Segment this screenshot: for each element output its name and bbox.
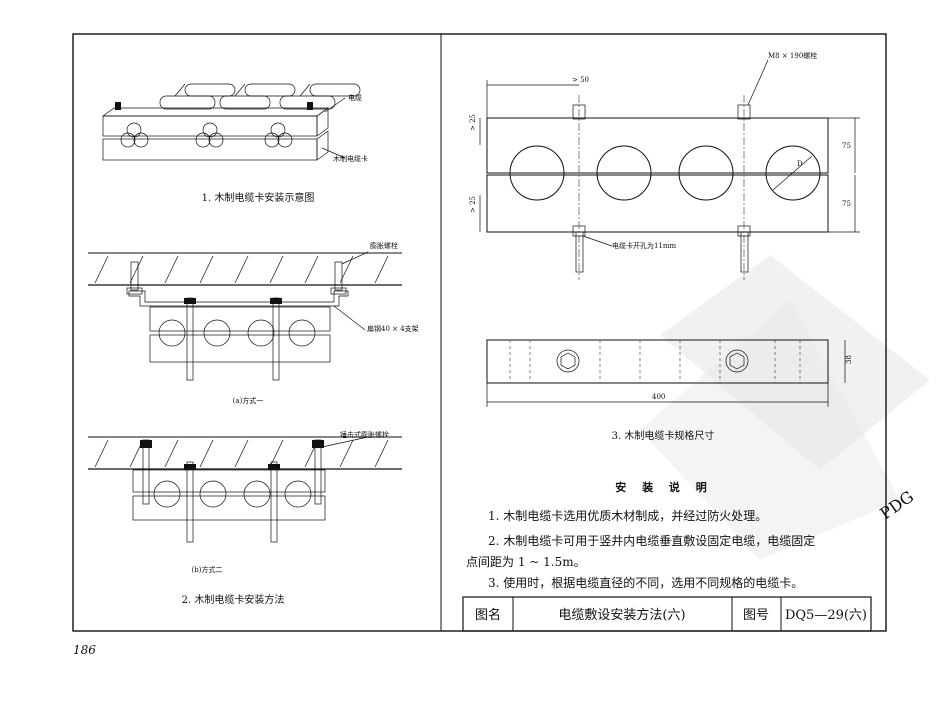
fig3-caption: 3. 木制电缆卡规格尺寸 [612,429,715,442]
fig2a-method-one [88,251,402,381]
fig3-dim-25-top: > 25 [469,114,477,131]
title-block-name-value: 电缆敷设安装方法(六) [558,607,685,623]
fig2b-method-two [88,436,402,543]
fig3-label-hole: 电缆卡开孔为11mm [612,241,677,250]
fig3-dim-38: 38 [845,355,853,364]
fig3-dim-400: 400 [652,393,665,401]
title-block-number-value: DQ5—29(六) [785,608,867,623]
fig3-dim-75-bottom: 75 [842,200,851,208]
fig2-caption: 2. 木制电缆卡安装方法 [182,593,285,606]
fig3-dim-25-bottom: > 25 [469,196,477,213]
fig1-label-cable: 电缆 [348,93,362,102]
fig2b-label-bolt: 锤击式膨胀螺栓 [340,430,389,439]
fig3-dim-d: D [797,160,803,168]
notes-line-1: 1. 木制电缆卡选用优质木材制成，并经过防火处理。 [488,508,767,523]
watermark: PDG [640,255,930,560]
fig1-caption: 1. 木制电缆卡安装示意图 [202,191,315,204]
fig2a-caption: (a)方式一 [233,396,264,405]
title-block-name-label: 图名 [475,607,501,623]
fig2a-label-bracket: 扁钢40 × 4支架 [367,324,419,333]
page-number: 186 [73,643,96,657]
fig3-label-bolt: M8 × 190螺栓 [768,51,817,60]
title-block [462,596,872,632]
fig3-dimension-drawing [479,59,860,407]
fig1-label-clamp: 木制电缆卡 [333,154,368,163]
fig1-isometric-view [101,83,361,161]
title-block-number-label: 图号 [743,608,769,623]
fig2b-caption: (b)方式二 [192,565,223,574]
notes-line-2a: 2. 木制电缆卡可用于竖井内电缆垂直敷设固定电缆，电缆固定 [488,533,815,548]
notes-title: 安 装 说 明 [615,480,713,494]
notes-line-3: 3. 使用时，根据电缆直径的不同，选用不同规格的电缆卡。 [488,575,803,590]
notes-line-2b: 点间距为 1 ~ 1.5m。 [466,555,586,569]
fig2a-label-bolt: 膨胀螺栓 [370,241,398,250]
fig3-dim-50: > 50 [572,76,589,84]
fig3-dim-75-top: 75 [842,142,851,150]
